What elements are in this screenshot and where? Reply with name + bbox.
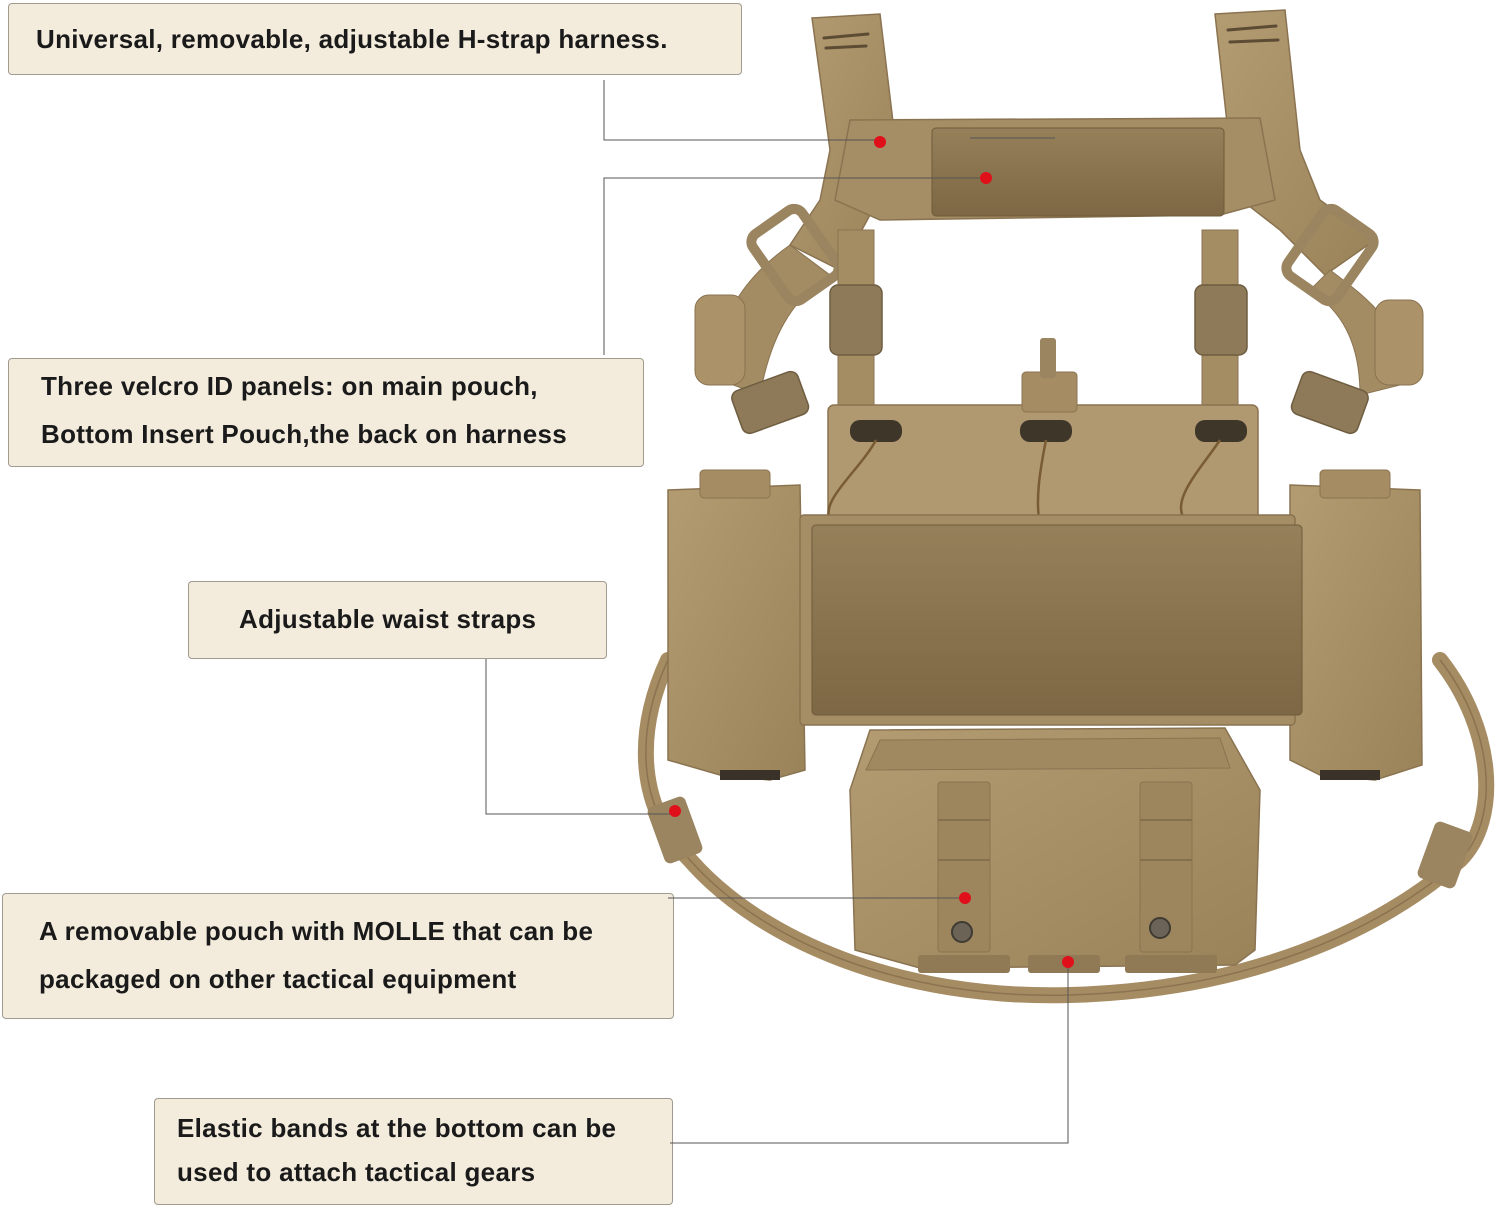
elastic-band-left — [918, 955, 1010, 973]
roll-left — [694, 294, 746, 386]
label-id-panels-line2: Bottom Insert Pouch,the back on harness — [41, 419, 568, 449]
buckle-left-top — [829, 284, 883, 356]
molle-column-right — [1139, 781, 1193, 953]
buckle-left-side — [731, 370, 810, 435]
label-waist: Adjustable waist straps — [188, 581, 607, 659]
snap-left — [951, 921, 973, 943]
waist-strap-buckle-left — [647, 796, 703, 864]
buckle-right-top — [1194, 284, 1248, 356]
label-elastic-line1: Elastic bands at the bottom can be — [177, 1113, 617, 1143]
mag-pouch-left — [667, 484, 806, 781]
label-pouch-line2: packaged on other tactical equipment — [39, 964, 517, 994]
label-waist-text: Adjustable waist straps — [239, 604, 537, 634]
molle-column-left — [937, 781, 991, 953]
waist-strap-buckle-right — [1417, 821, 1473, 889]
mag-pouch-right — [1289, 484, 1423, 781]
chest-rig-harness-illustration — [637, 9, 1495, 1004]
label-pouch-line1: A removable pouch with MOLLE that can be — [39, 916, 594, 946]
label-pouch: A removable pouch with MOLLE that can be… — [2, 893, 674, 1019]
label-elastic-line2: used to attach tactical gears — [177, 1157, 536, 1187]
snap-right — [1149, 917, 1171, 939]
main-pouch-velcro-panel — [811, 524, 1303, 716]
elastic-band-right — [1125, 955, 1217, 973]
label-elastic: Elastic bands at the bottom can be used … — [154, 1098, 673, 1205]
buckle-right-side — [1290, 370, 1369, 435]
elastic-band-center — [1028, 955, 1100, 973]
label-id-panels-line1: Three velcro ID panels: on main pouch, — [41, 371, 538, 401]
roll-right — [1374, 299, 1424, 386]
bungee-grommets — [850, 420, 1247, 442]
label-id-panels: Three velcro ID panels: on main pouch, B… — [8, 358, 644, 467]
strap-adjuster-right — [1281, 203, 1379, 307]
label-harness-text: Universal, removable, adjustable H-strap… — [36, 24, 668, 54]
label-harness: Universal, removable, adjustable H-strap… — [8, 3, 742, 75]
harness-velcro-panel — [931, 127, 1225, 217]
